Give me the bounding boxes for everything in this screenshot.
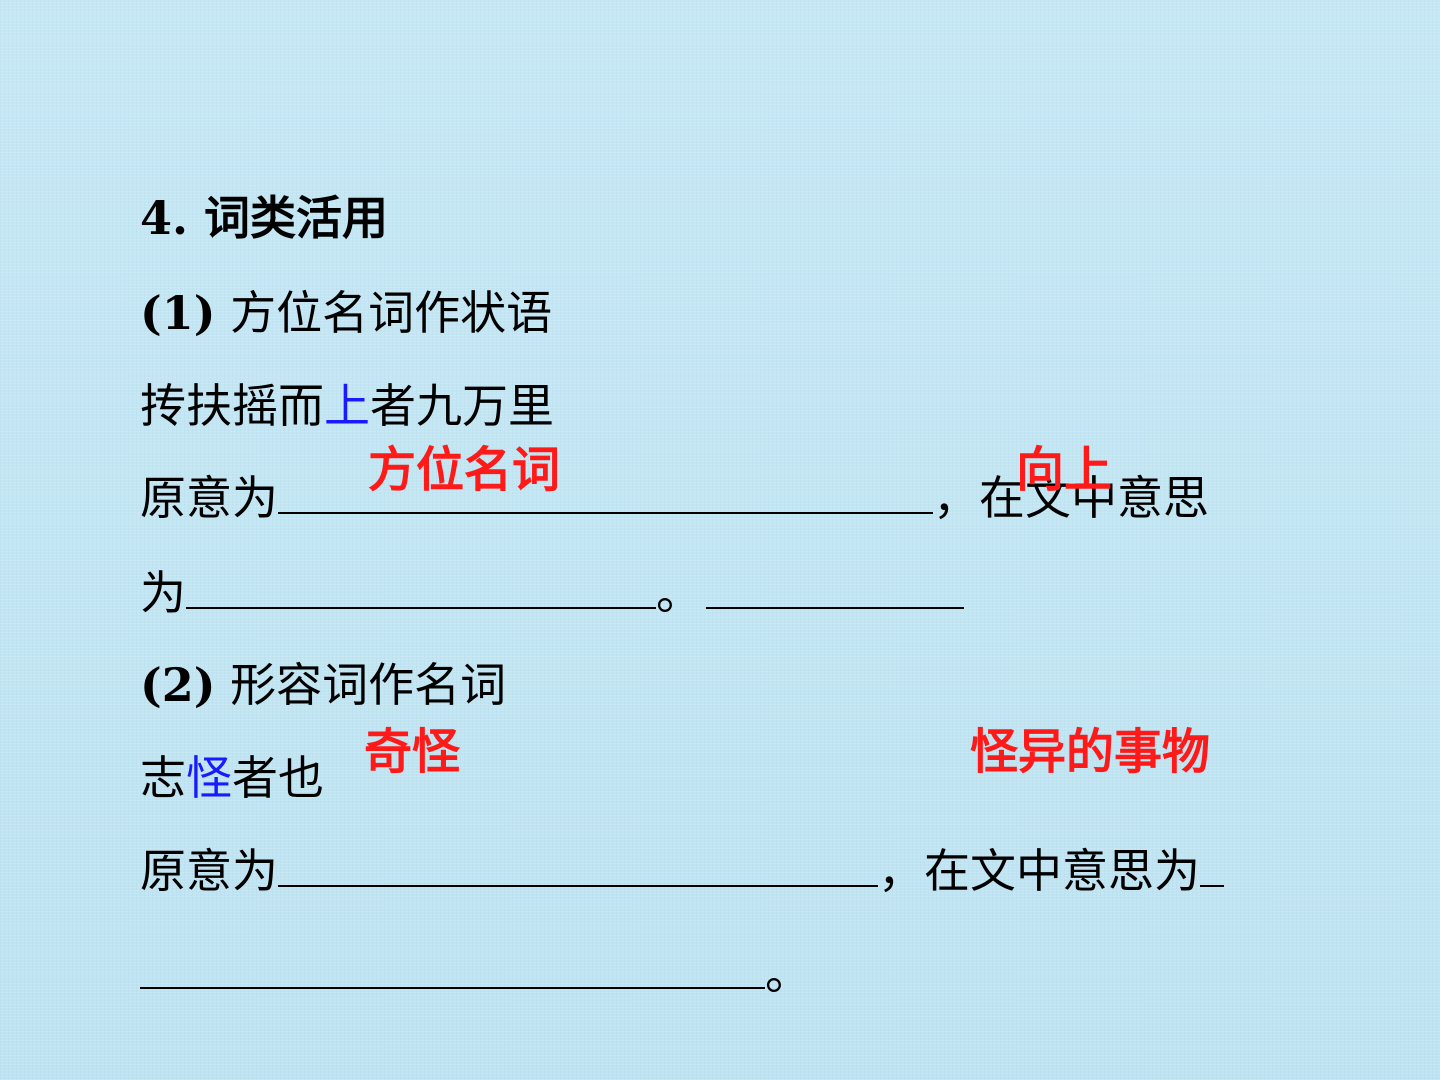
item2-title: (2) 形容词作名词 <box>140 657 506 713</box>
item2-context-blank <box>140 947 765 989</box>
item1-mid-text: ，在文中意思 <box>933 471 1209 525</box>
item2-context-meaning-line: 。 <box>140 945 811 1001</box>
heading-text: 词类活用 <box>204 191 389 245</box>
item1-orig-blank <box>278 472 933 514</box>
item2-answer-original: 奇怪 <box>364 724 461 780</box>
item1-highlight-word: 上 <box>324 379 370 433</box>
item2-period: 。 <box>765 946 811 1000</box>
item1-label: (1) <box>140 286 216 340</box>
item2-mid-text: ，在文中意思为 <box>878 844 1200 898</box>
section-heading: 4. 词类活用 <box>140 190 388 246</box>
item2-orig-prefix: 原意为 <box>140 844 278 898</box>
item2-label: (2) <box>140 658 216 712</box>
item2-example-post: 者也 <box>232 751 324 805</box>
item1-answer-original: 方位名词 <box>368 442 561 498</box>
item2-original-meaning-line: 原意为 ，在文中意思为 <box>140 843 1224 899</box>
item1-answer-context: 向上 <box>1016 442 1113 498</box>
item1-context-blank <box>186 567 656 609</box>
item1-title-text: 方位名词作状语 <box>230 286 553 340</box>
item1-extra-blank <box>706 567 964 609</box>
item2-highlight-word: 怪 <box>186 751 232 805</box>
item1-example: 抟扶摇而上者九万里 <box>140 378 554 434</box>
item2-example-pre: 志 <box>140 751 186 805</box>
item1-period: 。 <box>656 566 702 620</box>
item2-tail-blank <box>1200 845 1224 887</box>
heading-number: 4. <box>140 191 189 245</box>
item1-wei: 为 <box>140 566 186 620</box>
item2-example: 志怪者也 <box>140 750 324 806</box>
item2-answer-context: 怪异的事物 <box>970 724 1211 780</box>
item1-example-post: 者九万里 <box>370 379 554 433</box>
item1-example-pre: 抟扶摇而 <box>140 379 324 433</box>
item1-context-meaning-line: 为。 <box>140 565 964 621</box>
item1-title: (1) 方位名词作状语 <box>140 285 552 341</box>
item2-title-text: 形容词作名词 <box>230 658 507 712</box>
item1-original-meaning-line: 原意为 ，在文中意思 <box>140 470 1209 526</box>
item2-orig-blank <box>278 845 878 887</box>
item1-orig-prefix: 原意为 <box>140 471 278 525</box>
